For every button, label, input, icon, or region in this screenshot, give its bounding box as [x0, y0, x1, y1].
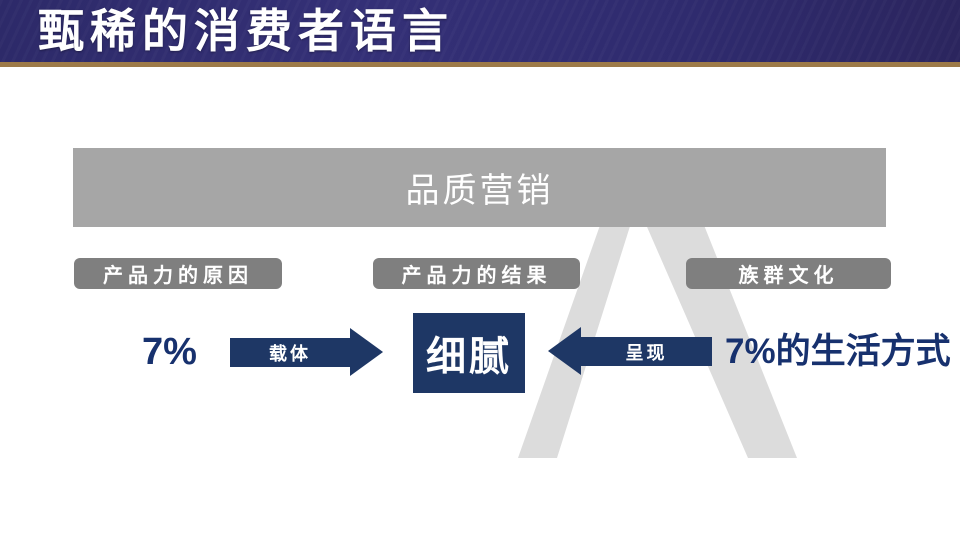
carrier-arrow-body: 载体 [230, 338, 350, 367]
core-term-label: 细腻 [426, 335, 512, 379]
pill-tribe-culture: 族群文化 [686, 258, 891, 289]
carrier-arrow-label: 载体 [269, 343, 311, 364]
pill-product-result-label: 产品力的结果 [401, 265, 552, 287]
pill-product-result: 产品力的结果 [373, 258, 580, 289]
banner-label: 品质营销 [405, 172, 554, 210]
slide-title: 甄稀的消费者语言 [38, 5, 454, 57]
quality-marketing-banner: 品质营销 [73, 148, 886, 227]
pill-tribe-culture-label: 族群文化 [738, 265, 839, 287]
source-term: 7% [142, 331, 197, 373]
gold-divider [0, 62, 960, 67]
title-bar: 甄稀的消费者语言 [0, 0, 960, 62]
present-arrow-label: 呈现 [625, 342, 668, 363]
target-term: 7%的生活方式 [725, 332, 951, 371]
present-arrow-head-icon [548, 327, 581, 375]
present-arrow-left: 呈现 [548, 327, 712, 375]
pill-product-cause: 产品力的原因 [74, 258, 282, 289]
present-arrow-body: 呈现 [581, 337, 712, 366]
carrier-arrow-right: 载体 [230, 328, 383, 376]
core-term-box: 细腻 [413, 313, 525, 393]
carrier-arrow-head-icon [350, 328, 383, 376]
pill-product-cause-label: 产品力的原因 [103, 265, 253, 287]
